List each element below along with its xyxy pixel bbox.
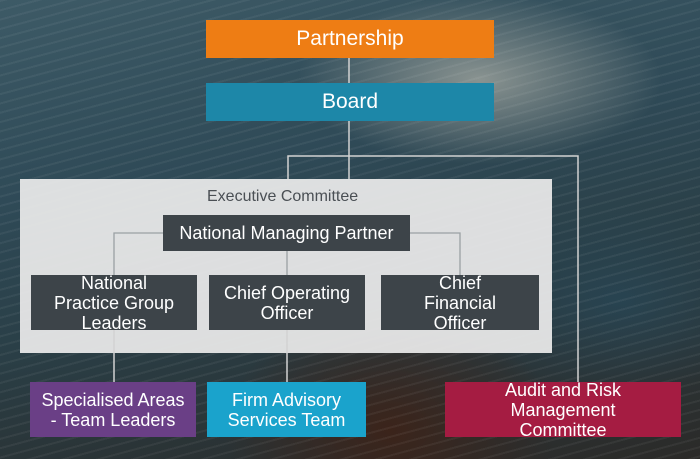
connector-nmp-cfo bbox=[410, 232, 461, 275]
firm-advisory-services-node: Firm Advisory Services Team bbox=[207, 382, 366, 437]
connector-board-audit bbox=[287, 155, 579, 382]
national-practice-group-leaders-node: National Practice Group Leaders bbox=[31, 273, 197, 333]
chief-financial-officer-node: Chief Financial Officer bbox=[381, 273, 539, 333]
connector-nmp-npg bbox=[113, 232, 163, 275]
chief-operating-officer-node: Chief Operating Officer bbox=[209, 275, 365, 330]
executive-committee-label: Executive Committee bbox=[207, 188, 359, 205]
specialised-areas-node: Specialised Areas - Team Leaders bbox=[30, 382, 196, 437]
national-managing-partner-node: National Managing Partner bbox=[163, 215, 410, 251]
audit-risk-committee-node: Audit and Risk Management Committee bbox=[445, 380, 681, 440]
partnership-node: Partnership bbox=[206, 20, 494, 58]
board-node: Board bbox=[206, 83, 494, 121]
